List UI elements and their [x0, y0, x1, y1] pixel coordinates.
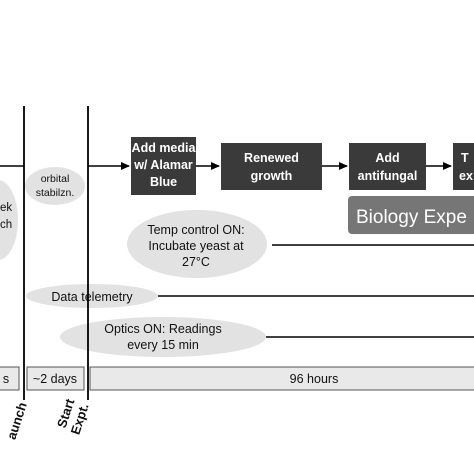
- biology-banner: [348, 196, 474, 234]
- flow-box-cut-off: [453, 143, 474, 190]
- timeline-segment-3: [89, 366, 474, 391]
- timeline-segment-1-label: s: [3, 372, 9, 386]
- flow-box-add-media-line2: w/ Alamar: [133, 158, 193, 172]
- orbital-ellipse: [25, 167, 85, 205]
- orbital-label-line1: orbital: [41, 173, 70, 185]
- flow-box-add-media: [131, 137, 196, 195]
- timeline-segment-2: [26, 366, 85, 391]
- data-telemetry-ellipse: [26, 284, 158, 308]
- flow-box-add-antifungal: [349, 143, 426, 190]
- optics-label-line1: Optics ON: Readings: [104, 322, 221, 336]
- left-cut-text-line1: ek: [0, 202, 12, 214]
- temp-control-ellipse: [127, 210, 267, 278]
- left-partial-ellipse: [0, 180, 18, 260]
- data-telemetry-label: Data telemetry: [51, 290, 133, 304]
- flow-box-add-antifungal-line2: antifungal: [358, 169, 418, 183]
- optics-ellipse: [60, 317, 266, 357]
- flow-box-renewed-growth-line2: growth: [251, 169, 293, 183]
- optics-label-line2: every 15 min: [127, 338, 199, 352]
- timeline-segment-3-label: 96 hours: [290, 372, 339, 386]
- flow-box-renewed-growth-line1: Renewed: [244, 151, 299, 165]
- start-experiment-marker-label: Start Expt.: [54, 396, 92, 436]
- temp-control-line3: 27°C: [182, 255, 210, 269]
- temp-control-line1: Temp control ON:: [147, 223, 244, 237]
- left-cut-text-line2: ch: [0, 219, 12, 231]
- temp-control-line2: Incubate yeast at: [148, 239, 244, 253]
- timeline-segment-2-label: ~2 days: [33, 372, 77, 386]
- biology-banner-text: Biology Expe: [356, 207, 467, 228]
- flow-box-cut-off-line2: ex: [459, 169, 473, 183]
- flow-box-add-media-line1: Add media: [132, 141, 197, 155]
- flow-box-add-media-line3: Blue: [150, 175, 177, 189]
- launch-marker-label: aunch: [4, 400, 30, 441]
- flow-box-add-antifungal-line1: Add: [375, 151, 399, 165]
- orbital-label-line2: stabilzn.: [36, 187, 75, 199]
- flow-box-renewed-growth: [221, 143, 322, 190]
- timeline-segment-1: [0, 366, 20, 391]
- flow-box-cut-off-line1: T: [461, 151, 469, 165]
